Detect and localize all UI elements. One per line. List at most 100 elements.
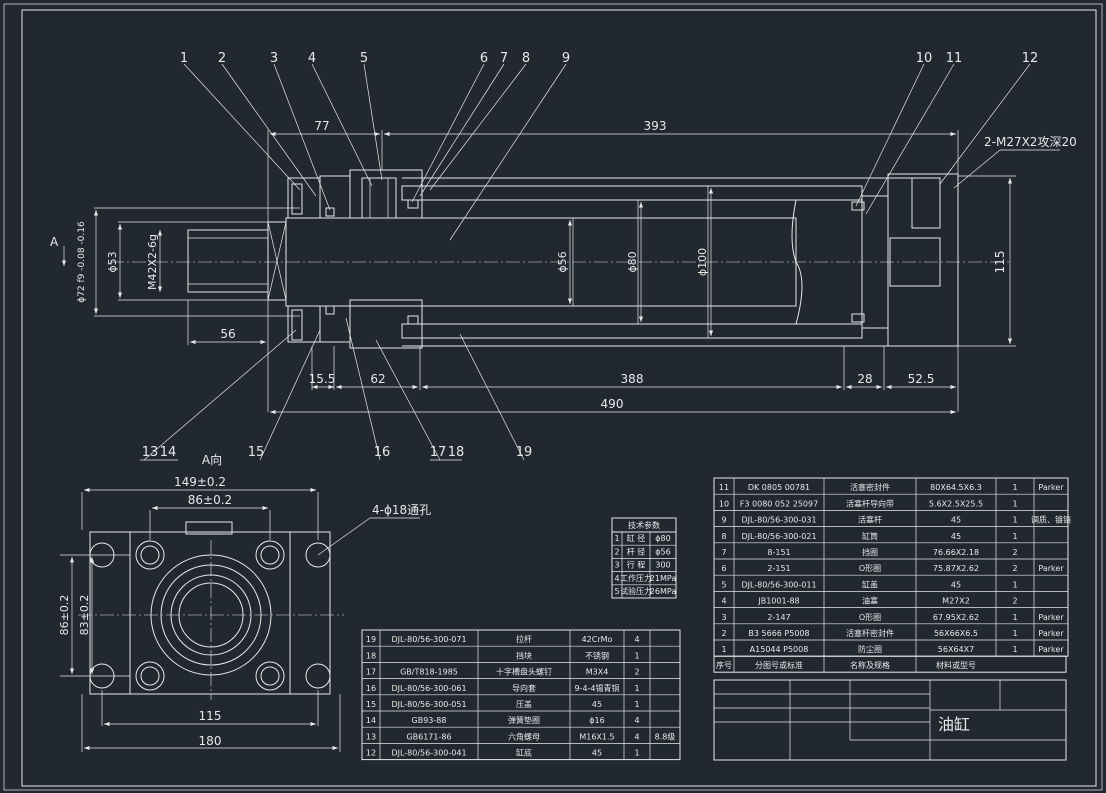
dim-77: 77 [314,119,329,133]
dim-phi100: ϕ100 [696,248,709,276]
tech-param-cell: 26MPa [650,587,677,596]
callout-19: 19 [516,445,533,460]
callout-labels: 1 2 3 4 5 6 7 8 9 10 11 12 13 14 15 16 1… [142,51,1039,460]
bom-right-cell: DK 0805 00781 [748,483,810,492]
bom-right-cell: 67.95X2.62 [933,613,979,622]
bom-right-cell: 2 [1012,564,1017,573]
bom-left-cell: 12 [366,749,376,758]
callout-15: 15 [248,445,265,460]
bom-right-cell: 3 [721,613,726,622]
bom-right-cell: B3 5666 P5008 [748,629,809,638]
bom-left-cell: GB/T818-1985 [400,668,458,677]
bom-right-cell: O形圈 [859,564,881,573]
dim-393: 393 [644,119,667,133]
bom-right-cell: 缸筒 [862,531,878,541]
callout-17: 17 [430,445,447,460]
bom-left-cell: 不锈钢 [585,650,609,660]
tech-param-cell: 4 [614,574,619,583]
dim-388: 388 [621,372,644,386]
bom-right-cell: 4 [721,597,726,606]
bom-right-cell: 1 [1012,629,1017,638]
bom-left-cell: 45 [592,700,602,709]
main-section-view [110,169,1012,349]
dim-15-5: 15.5 [309,372,336,386]
bom-left-cell: DJL-80/56-300-071 [391,635,466,644]
bom-left-cell: DJL-80/56-300-041 [391,749,466,758]
bom-right-cell: 75.87X2.62 [933,564,979,573]
bom-left-cell: 1 [634,651,639,660]
title-name: 油缸 [938,715,970,734]
bom-right-cell: 6 [721,564,726,573]
outer-border [3,3,1103,791]
callout-14: 14 [160,445,177,460]
bom-left-cell: 拉杆 [516,634,532,644]
bom-right-cell: 1 [1012,499,1017,508]
bom-right-cell: 活塞杆 [858,515,882,525]
bom-left-cell: 挡块 [516,650,532,660]
bom-right-cell: 80X64.5X6.3 [930,483,982,492]
bom-right-cell: 2-147 [767,613,790,622]
bom-right-cell: O形圈 [859,613,881,622]
bom-right-cell: 10 [719,499,729,508]
bom-right-cell: 2 [1012,597,1017,606]
dim-phi53: ϕ53 [106,251,119,272]
callout-2: 2 [218,51,226,66]
bom-left-cell: 导向套 [512,683,536,693]
callout-13: 13 [142,445,159,460]
callout-10: 10 [916,51,933,66]
bom-left-cell: 16 [366,684,376,693]
bom-right-cell: 1 [1012,483,1017,492]
bom-right-cell: Parker [1038,483,1064,492]
bom-header-cell: 名称及规格 [850,660,890,670]
a-dim-86: 86±0.2 [188,493,232,507]
bom-right-cell: A15044 P5008 [750,645,809,654]
bom-right-cell: DJL-80/56-300-031 [741,516,816,525]
callout-4: 4 [308,51,316,66]
arrow-label-a: A [50,235,59,249]
bom-left-cell: 缸底 [516,748,532,758]
bom-right-cell: 7 [721,548,726,557]
bom-left-cell: 15 [366,700,376,709]
bom-right-cell: 挡圈 [862,547,878,557]
inner-border [21,9,1097,787]
bom-right-cell: 8 [721,532,726,541]
bom-right-cell: 45 [951,580,961,589]
bom-right-cell: Parker [1038,564,1064,573]
bom-left-cell: 14 [366,716,376,725]
callout-6: 6 [480,51,488,66]
tech-param-cell: ϕ80 [655,534,670,543]
main-dimensions: 77 393 56 15.5 62 388 28 52.5 490 115 ϕ5… [50,119,1077,415]
dim-52-5: 52.5 [908,372,935,386]
bom-right-cell: 9 [721,516,726,525]
dim-m42: M42X2-6g [146,234,159,290]
bom-left-cell: 18 [366,651,376,660]
tech-param-cell: 2 [614,547,619,556]
bom-left-cell: ϕ16 [589,716,604,725]
bom-right-cell: M27X2 [942,597,970,606]
a-dim-180: 180 [199,734,222,748]
bom-left-cell: 压盖 [516,699,532,709]
bom-left-cell: M3X4 [586,668,609,677]
callouts [140,63,1031,461]
bom-right-cell: 调质、镀铬 [1031,515,1071,525]
bom-left-cell: 2 [634,668,639,677]
callout-1: 1 [180,51,188,66]
callout-7: 7 [500,51,508,66]
dim-56: 56 [220,327,235,341]
bom-right-cell: 1 [1012,516,1017,525]
bom-left-cell: 1 [634,700,639,709]
bom-left-cell: 9-4-4锡青铜 [574,683,619,693]
bom-right-cell: 2-151 [767,564,790,573]
bom-left-cell: 17 [366,668,376,677]
dim-phi56: ϕ56 [556,251,569,272]
bom-left-cell: 19 [366,635,376,644]
tech-param-cell: 1 [614,534,619,543]
bom-right-cell: 76.66X2.18 [933,548,979,557]
bom-left-cell: GB93-88 [412,716,447,725]
bom-right-cell: 56X66X6.5 [934,629,978,638]
bom-right-cell: 1 [1012,580,1017,589]
bom-right-cell: 防尘圈 [858,644,882,654]
